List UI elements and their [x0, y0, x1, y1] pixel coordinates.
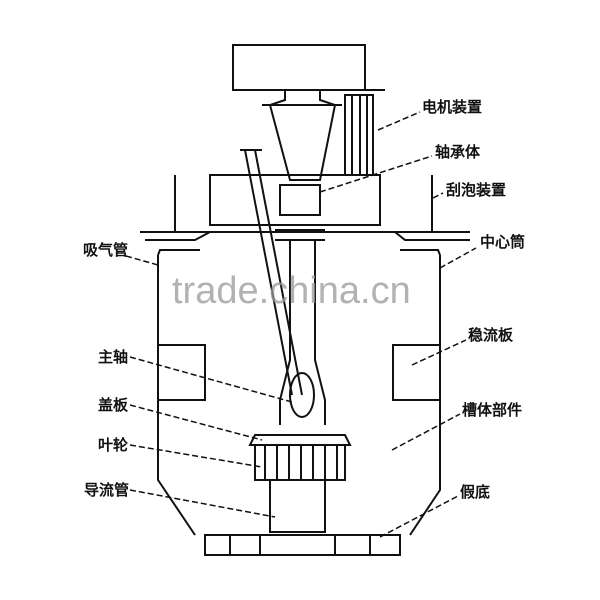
label-center-tube: 中心筒: [480, 233, 526, 251]
draft-tube: [269, 479, 326, 533]
label-air-pipe: 吸气管: [83, 241, 129, 259]
label-motor: 电机装置: [422, 98, 483, 116]
motor: [232, 44, 366, 91]
label-main-shaft: 主轴: [98, 348, 129, 366]
scraper-device: [340, 89, 385, 176]
cover-plate: [248, 434, 352, 446]
tank-rim: [140, 175, 470, 241]
motor-stand: [268, 90, 337, 181]
label-scraper: 刮泡装置: [446, 181, 507, 199]
false-bottom: [204, 534, 401, 556]
shaft-oval: [289, 372, 315, 418]
tank-body: [157, 249, 441, 536]
stabilizer-left: [157, 344, 206, 401]
label-cover-plate: 盖板: [98, 396, 129, 414]
label-impeller: 叶轮: [98, 436, 129, 454]
watermark: trade.china.cn: [172, 270, 411, 312]
label-bearing: 轴承体: [435, 143, 481, 161]
label-tank-body: 槽体部件: [462, 401, 523, 419]
stabilizer-right: [392, 344, 441, 401]
label-draft-tube: 导流管: [84, 481, 130, 499]
label-false-bottom: 假底: [460, 483, 491, 501]
label-stabilizer: 稳流板: [468, 326, 514, 344]
air-pipe: [240, 149, 303, 396]
impeller: [254, 444, 346, 481]
leader-lines: [125, 111, 477, 538]
main-shaft: [279, 240, 326, 425]
bearing-housing: [209, 174, 381, 226]
